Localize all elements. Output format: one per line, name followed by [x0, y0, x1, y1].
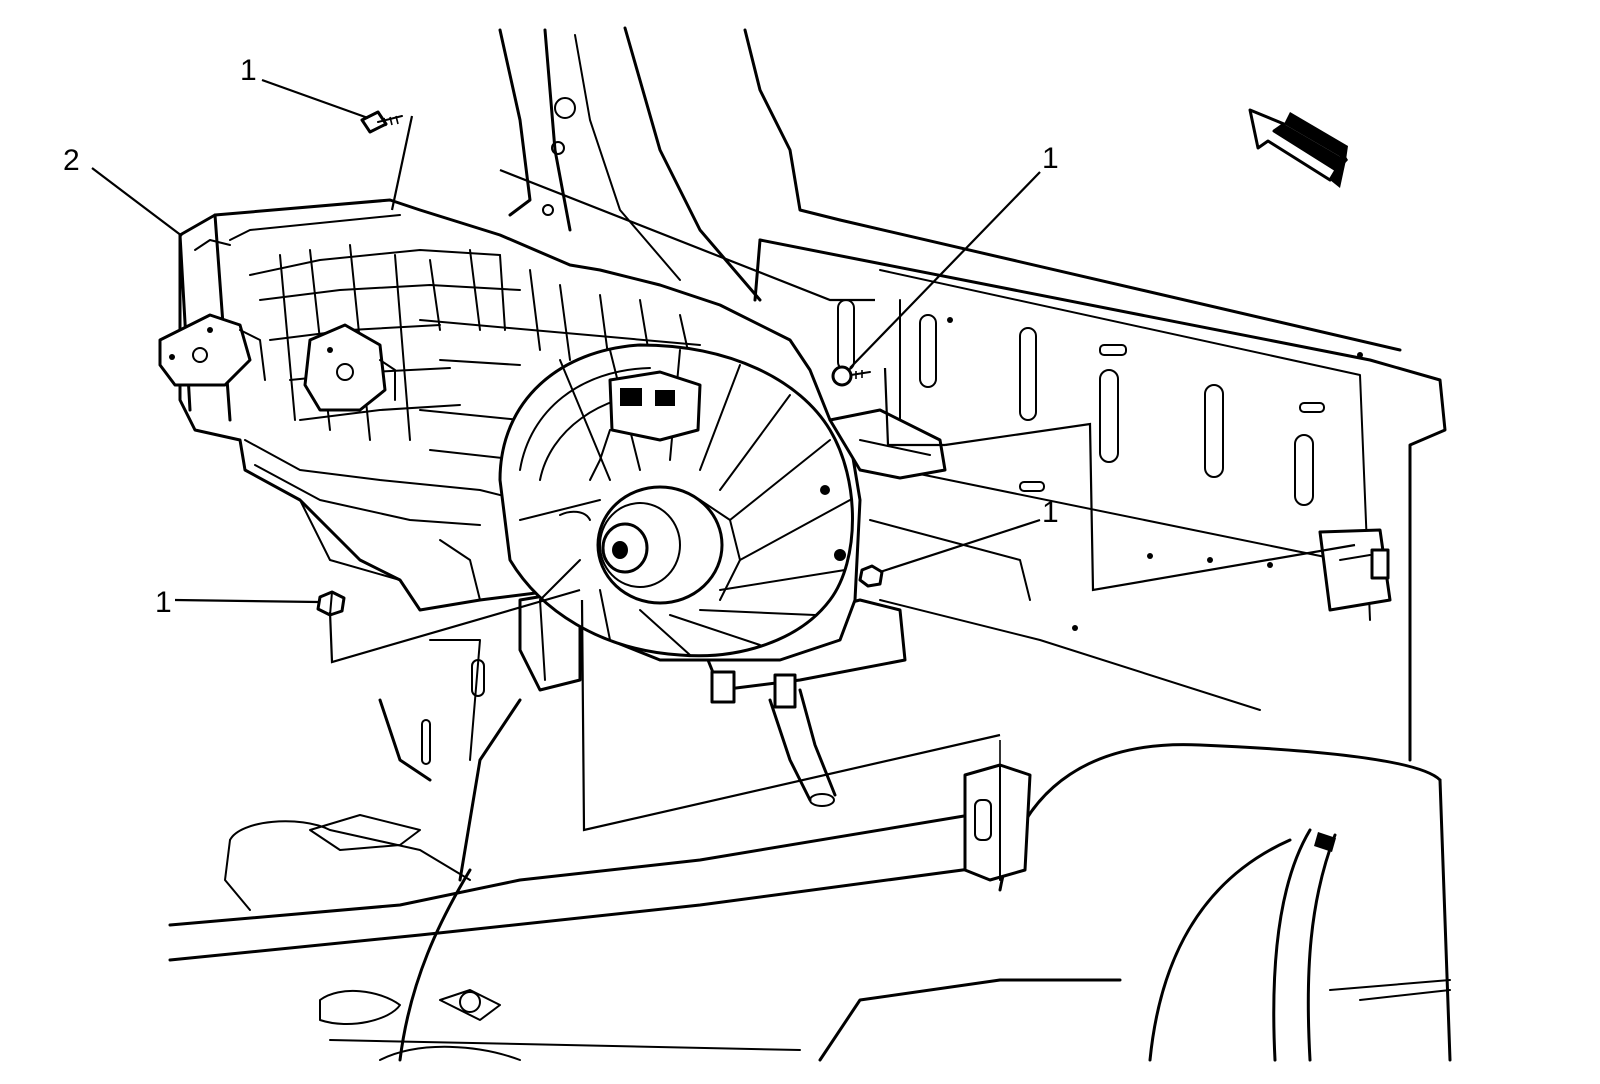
callout-bolt-upper-right: 1 [1042, 142, 1059, 175]
bolt-upper-left-icon [360, 110, 403, 134]
callout-leaders [91, 78, 1356, 832]
hvac-module [158, 198, 947, 662]
callout-hvac-module: 2 [63, 144, 80, 177]
nut-left-icon [316, 590, 346, 617]
callout-labels: 1 2 1 1 1 [63, 54, 1059, 619]
nut-right-icon [858, 564, 884, 588]
callout-bolt-upper-left: 1 [240, 54, 257, 87]
callout-nut-right: 1 [1042, 496, 1059, 529]
front-direction-arrow-icon [1248, 108, 1348, 188]
bolt-upper-right-icon [831, 365, 871, 387]
callout-nut-left: 1 [155, 586, 172, 619]
